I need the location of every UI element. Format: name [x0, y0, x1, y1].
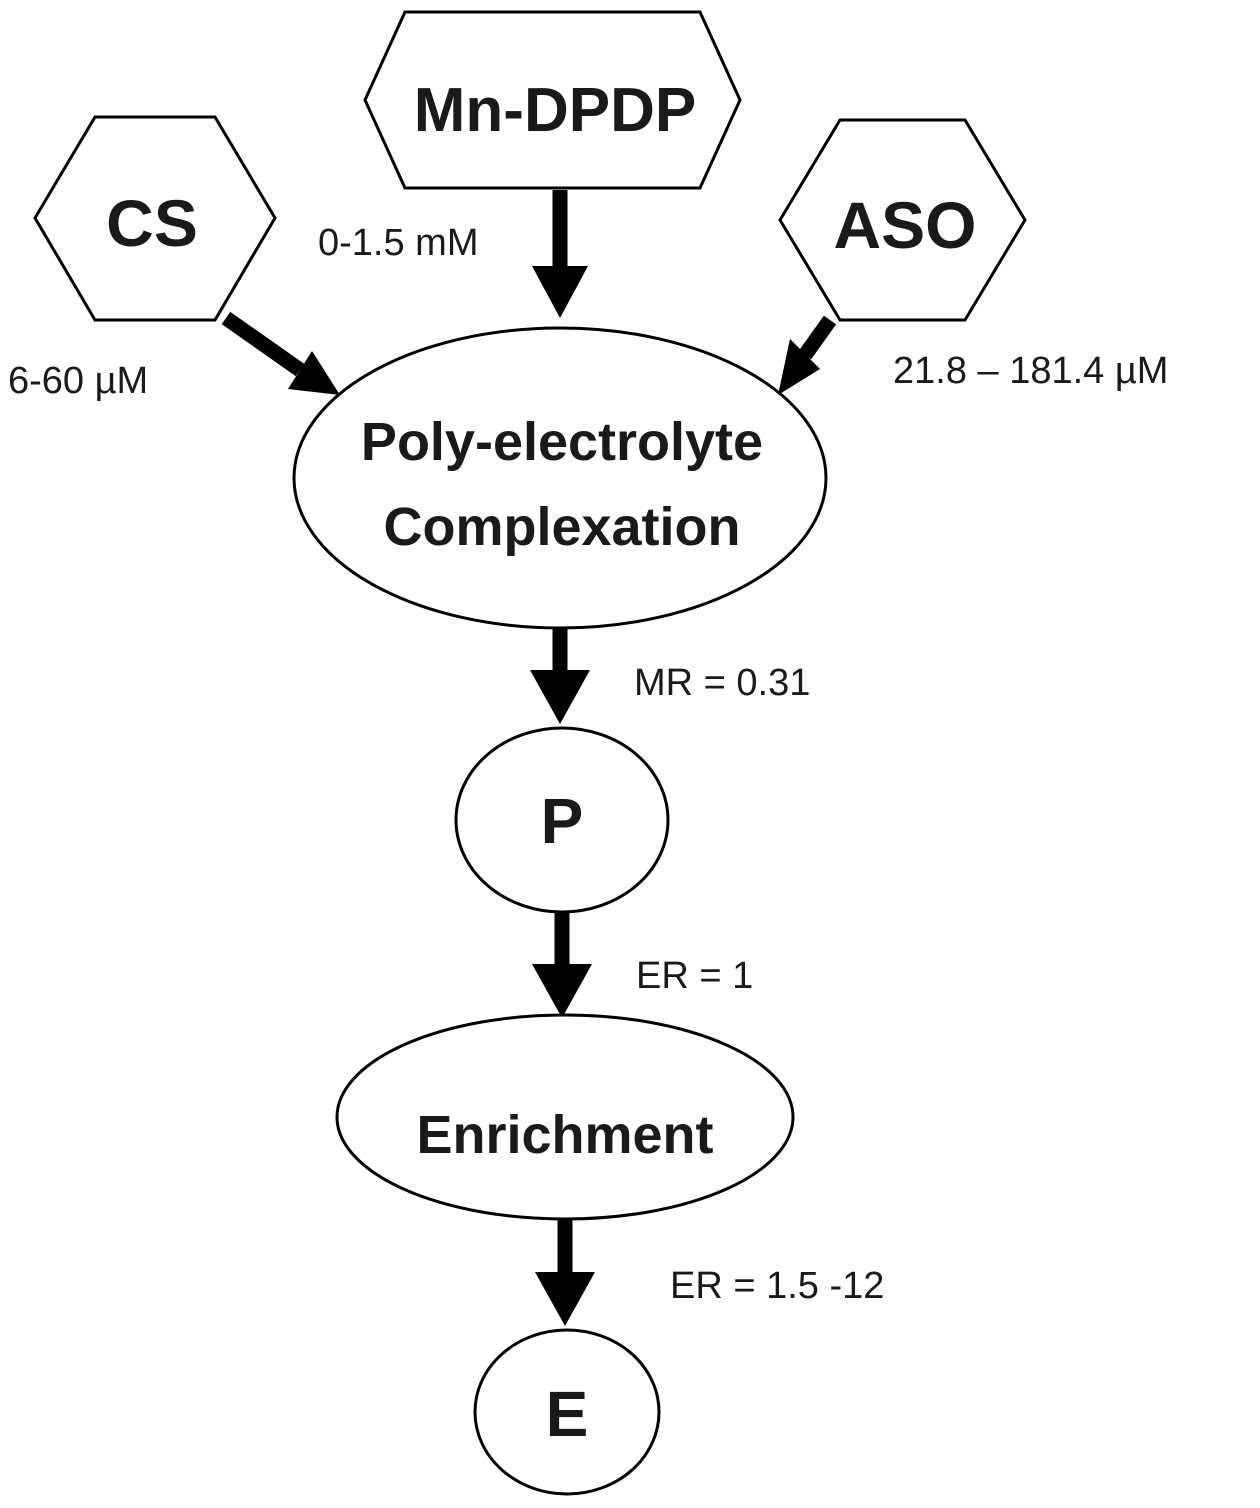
arrow-aso-to-complexation — [778, 315, 837, 395]
aso-label: ASO — [833, 188, 976, 262]
arrow-p-to-enrichment — [532, 912, 592, 1018]
mr-label: MR = 0.31 — [634, 662, 810, 704]
mn-dpdp-node: Mn-DPDP — [363, 10, 742, 190]
cs-hexagon — [33, 115, 277, 322]
cs-node: CS — [33, 115, 277, 322]
mn-dpdp-concentration-label: 0-1.5 mM — [318, 222, 478, 264]
complexation-ellipse — [292, 326, 828, 630]
er1-label: ER = 1 — [636, 955, 753, 997]
arrow-cs-to-complexation — [221, 311, 340, 395]
enrichment-node: Enrichment — [335, 1013, 795, 1221]
er2-label: ER = 1.5 -12 — [670, 1265, 884, 1307]
complexation-node: Poly-electrolyte Complexation — [292, 326, 828, 630]
complexation-label-line2: Complexation — [383, 497, 740, 557]
p-label: P — [541, 785, 584, 857]
aso-node: ASO — [778, 118, 1027, 322]
mn-dpdp-label: Mn-DPDP — [414, 76, 696, 145]
arrow-complexation-to-p — [530, 628, 590, 724]
complexation-label-line1: Poly-electrolyte — [361, 412, 763, 472]
arrow-mn-dpdp-to-complexation — [532, 190, 588, 318]
e-circle — [473, 1328, 661, 1496]
cs-label: CS — [106, 186, 198, 260]
arrow-enrichment-to-e — [535, 1219, 595, 1326]
aso-hexagon — [778, 118, 1027, 322]
p-node: P — [454, 726, 670, 914]
e-label: E — [546, 1378, 589, 1450]
e-node: E — [473, 1328, 661, 1496]
cs-concentration-label: 6-60 µM — [8, 360, 148, 402]
enrichment-label: Enrichment — [416, 1105, 713, 1165]
mn-dpdp-hexagon — [363, 10, 742, 190]
aso-concentration-label: 21.8 – 181.4 µM — [893, 350, 1168, 392]
